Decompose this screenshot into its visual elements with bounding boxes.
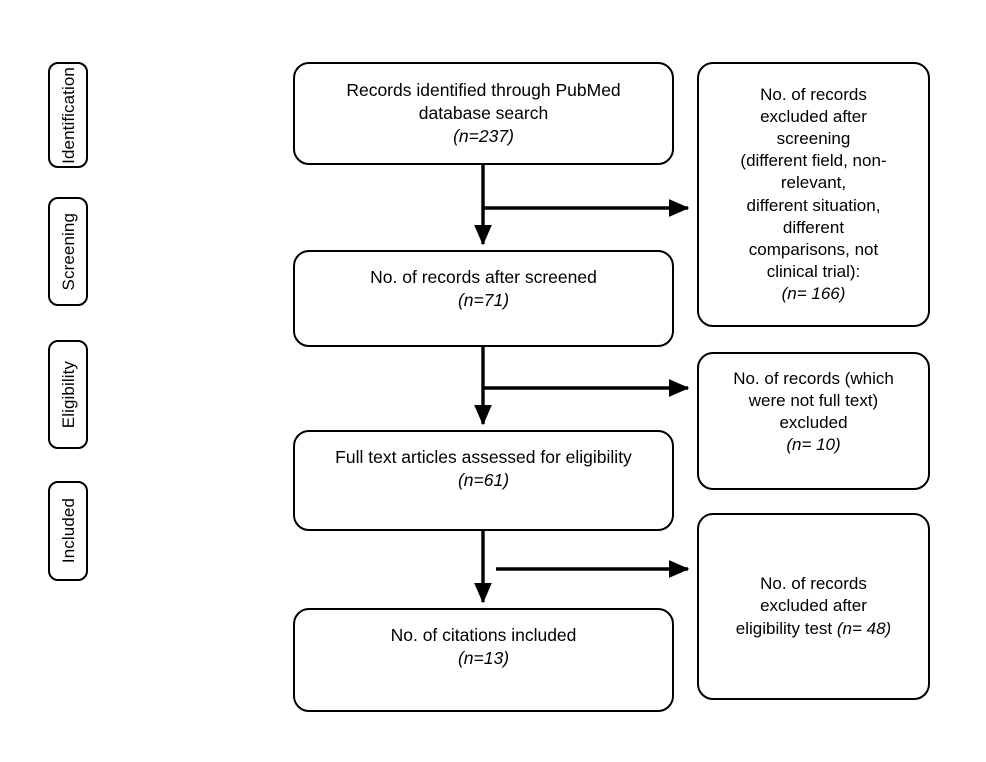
records-after-screened-text: No. of records after screened <box>370 267 597 287</box>
citations-included-text: No. of citations included <box>390 625 577 645</box>
stage-label-screening: Screening <box>58 212 78 291</box>
excluded-after-screening-count: (n= 166) <box>781 283 846 303</box>
excluded-after-eligibility-count: (n= 48) <box>836 618 892 638</box>
stage-box-included: Included <box>48 481 88 581</box>
flow-box-text: Records identified through PubMed databa… <box>336 79 630 149</box>
full-text-assessed-text: Full text articles assessed for eligibil… <box>335 447 632 467</box>
flow-box-records-after-screened: No. of records after screened (n=71) <box>293 250 674 347</box>
stage-label-identification: Identification <box>58 66 78 164</box>
flow-box-citations-included: No. of citations included (n=13) <box>293 608 674 712</box>
flow-box-text: No. of records after screened (n=71) <box>360 266 607 313</box>
records-identified-text: Records identified through PubMed databa… <box>346 79 621 123</box>
stage-box-identification: Identification <box>48 62 88 168</box>
excluded-after-screening-text: No. of records excluded after screening … <box>740 85 887 281</box>
excluded-after-eligibility-text: No. of records excluded after eligibilit… <box>735 574 867 638</box>
flow-box-text: No. of citations included (n=13) <box>381 624 587 671</box>
flow-box-text: No. of records excluded after screening … <box>730 84 896 305</box>
records-after-screened-count: (n=71) <box>457 290 510 311</box>
citations-included-count: (n=13) <box>457 648 510 669</box>
flow-box-excluded-after-screening: No. of records excluded after screening … <box>697 62 930 327</box>
stage-box-screening: Screening <box>48 197 88 306</box>
stage-label-eligibility: Eligibility <box>58 360 78 429</box>
stage-box-eligibility: Eligibility <box>48 340 88 449</box>
stage-label-included: Included <box>58 498 78 564</box>
flow-box-text: Full text articles assessed for eligibil… <box>325 446 642 493</box>
records-identified-count: (n=237) <box>453 126 514 147</box>
full-text-assessed-count: (n=61) <box>457 470 510 491</box>
excluded-not-full-text-count: (n= 10) <box>786 435 841 455</box>
flow-box-excluded-not-full-text: No. of records (which were not full text… <box>697 352 930 490</box>
flow-box-excluded-after-eligibility: No. of records excluded after eligibilit… <box>697 513 930 700</box>
flow-box-records-identified: Records identified through PubMed databa… <box>293 62 674 165</box>
excluded-not-full-text-text: No. of records (which were not full text… <box>733 369 894 433</box>
flow-box-full-text-assessed: Full text articles assessed for eligibil… <box>293 430 674 531</box>
flow-box-text: No. of records (which were not full text… <box>723 368 904 456</box>
flow-box-text: No. of records excluded after eligibilit… <box>726 573 901 639</box>
